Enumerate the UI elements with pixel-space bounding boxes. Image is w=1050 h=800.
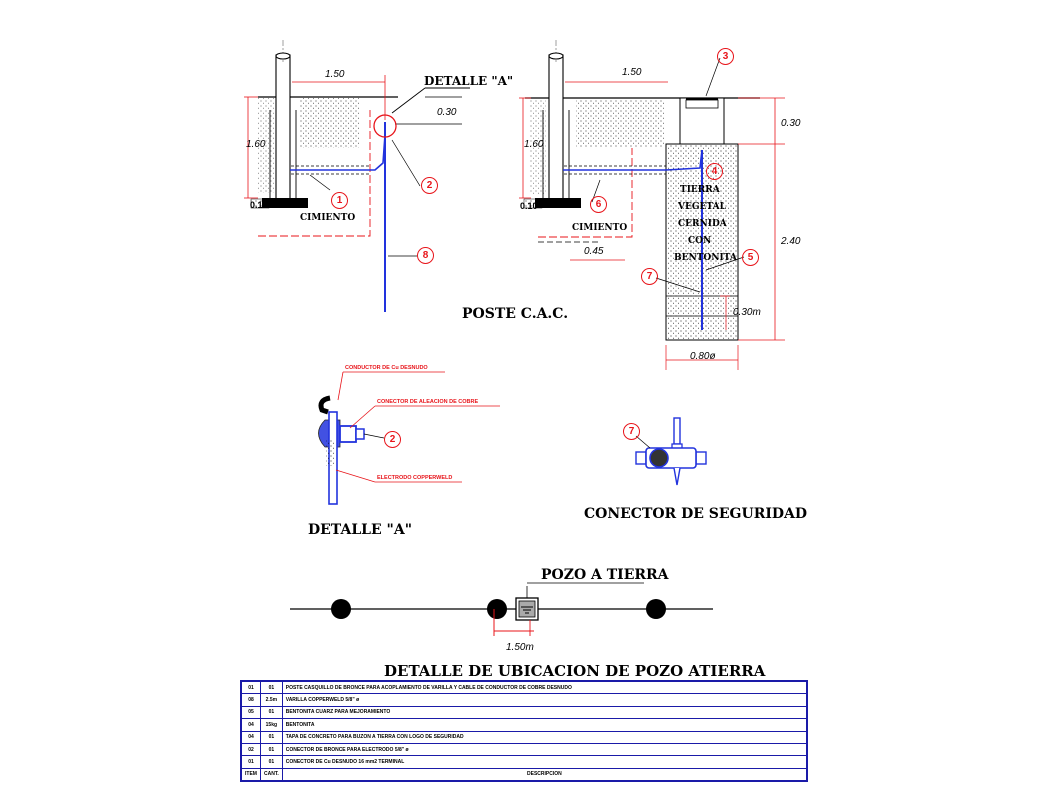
- pozo-a-tierra-label: POZO A TIERRA: [541, 567, 669, 583]
- callout-marker: 8: [417, 247, 434, 264]
- detail-a-drawing: [318, 371, 500, 505]
- legend-footer-cell: DESCRIPCION: [281, 767, 808, 782]
- right-pole-assembly: [519, 40, 785, 370]
- legend-item-cell: 01: [241, 755, 261, 769]
- callout-marker: 5: [742, 249, 759, 266]
- pit-text-line: CON: [688, 236, 712, 246]
- legend-qty-cell: 01: [260, 742, 283, 757]
- pit-text-line: TIERRA: [680, 185, 720, 195]
- legend-item-cell: 04: [241, 718, 261, 732]
- dimension-label: 0.45: [584, 246, 604, 257]
- legend-qty-cell: 01: [260, 730, 283, 744]
- pit-text-line: VEGETAL: [678, 202, 726, 212]
- callout-marker: 1: [331, 192, 348, 209]
- pit-text-line: BENTONITA: [674, 253, 737, 263]
- security-connector-drawing: [635, 417, 707, 486]
- legend-qty-cell: 01: [260, 680, 283, 695]
- dimension-label: 1.50m: [506, 642, 534, 653]
- location-plan: [290, 582, 713, 636]
- left-pole-assembly: [244, 40, 470, 312]
- legend-footer-cell: CANT.: [260, 767, 283, 782]
- legend-desc-cell: CONECTOR DE BRONCE PARA ELECTRODO 5/8" ø: [281, 742, 808, 757]
- ubicacion-title: DETALLE DE UBICACION DE POZO ATIERRA: [384, 662, 766, 680]
- dimension-label: 0.80ø: [690, 351, 716, 362]
- legend-qty-cell: 2.5m: [260, 693, 283, 707]
- dimension-label: 0.30: [437, 107, 457, 118]
- legend-item-cell: 05: [241, 705, 261, 720]
- dimension-label: 1.50: [325, 69, 345, 80]
- legend-item-cell: 02: [241, 742, 261, 757]
- dimension-label: 0.10: [520, 201, 538, 211]
- dimension-label: 0.10: [250, 200, 268, 210]
- callout-marker: 3: [717, 48, 734, 65]
- detalle-a-bottom-title: DETALLE "A": [308, 522, 413, 538]
- dimension-label: 1.60: [524, 139, 544, 150]
- legend-desc-cell: VARILLA COPPERWELD 5/8" ø: [281, 693, 808, 707]
- dimension-label: 0.30: [781, 118, 801, 129]
- detail-note-electrodo: ELECTRODO COPPERWELD: [377, 475, 453, 481]
- legend-desc-cell: TAPA DE CONCRETO PARA BUZON A TIERRA CON…: [281, 730, 808, 744]
- legend-desc-cell: BENTONITA CUARZ PARA MEJORAMIENTO: [281, 705, 808, 720]
- conector-seguridad-title: CONECTOR DE SEGURIDAD: [584, 506, 808, 522]
- detalle-a-top-label: DETALLE "A": [424, 74, 514, 88]
- legend-desc-cell: CONECTOR DE Cu DESNUDO 16 mm2 TERMINAL: [281, 755, 808, 769]
- cimiento-right-label: CIMIENTO: [572, 223, 628, 233]
- callout-marker: 4: [706, 163, 723, 180]
- dimension-label: 2.40: [781, 236, 801, 247]
- dimension-label: 1.50: [622, 67, 642, 78]
- detail-note-conector: CONECTOR DE ALEACION DE COBRE: [377, 399, 479, 405]
- pit-text-line: CERNIDA: [678, 219, 727, 229]
- legend-item-cell: 04: [241, 730, 261, 744]
- dimension-label: 0.30m: [733, 307, 761, 318]
- poste-cac-title: POSTE C.A.C.: [462, 306, 569, 322]
- detail-note-conductor: CONDUCTOR DE Cu DESNUDO: [345, 365, 428, 371]
- legend-qty-cell: 15kg: [260, 718, 283, 732]
- legend-desc-cell: BENTONITA: [281, 718, 808, 732]
- legend-footer-cell: ITEM: [241, 767, 261, 782]
- callout-marker: 6: [590, 196, 607, 213]
- callout-marker: 7: [623, 423, 640, 440]
- legend-item-cell: 01: [241, 680, 261, 695]
- callout-marker: 7: [641, 268, 658, 285]
- dimension-label: 1.60: [246, 139, 266, 150]
- legend-desc-cell: POSTE CASQUILLO DE BRONCE PARA ACOPLAMIE…: [281, 680, 808, 695]
- callout-marker: 2: [421, 177, 438, 194]
- callout-marker: 2: [384, 431, 401, 448]
- cimiento-left-label: CIMIENTO: [300, 213, 356, 223]
- legend-item-cell: 08: [241, 693, 261, 707]
- legend-qty-cell: 01: [260, 705, 283, 720]
- legend-qty-cell: 01: [260, 755, 283, 769]
